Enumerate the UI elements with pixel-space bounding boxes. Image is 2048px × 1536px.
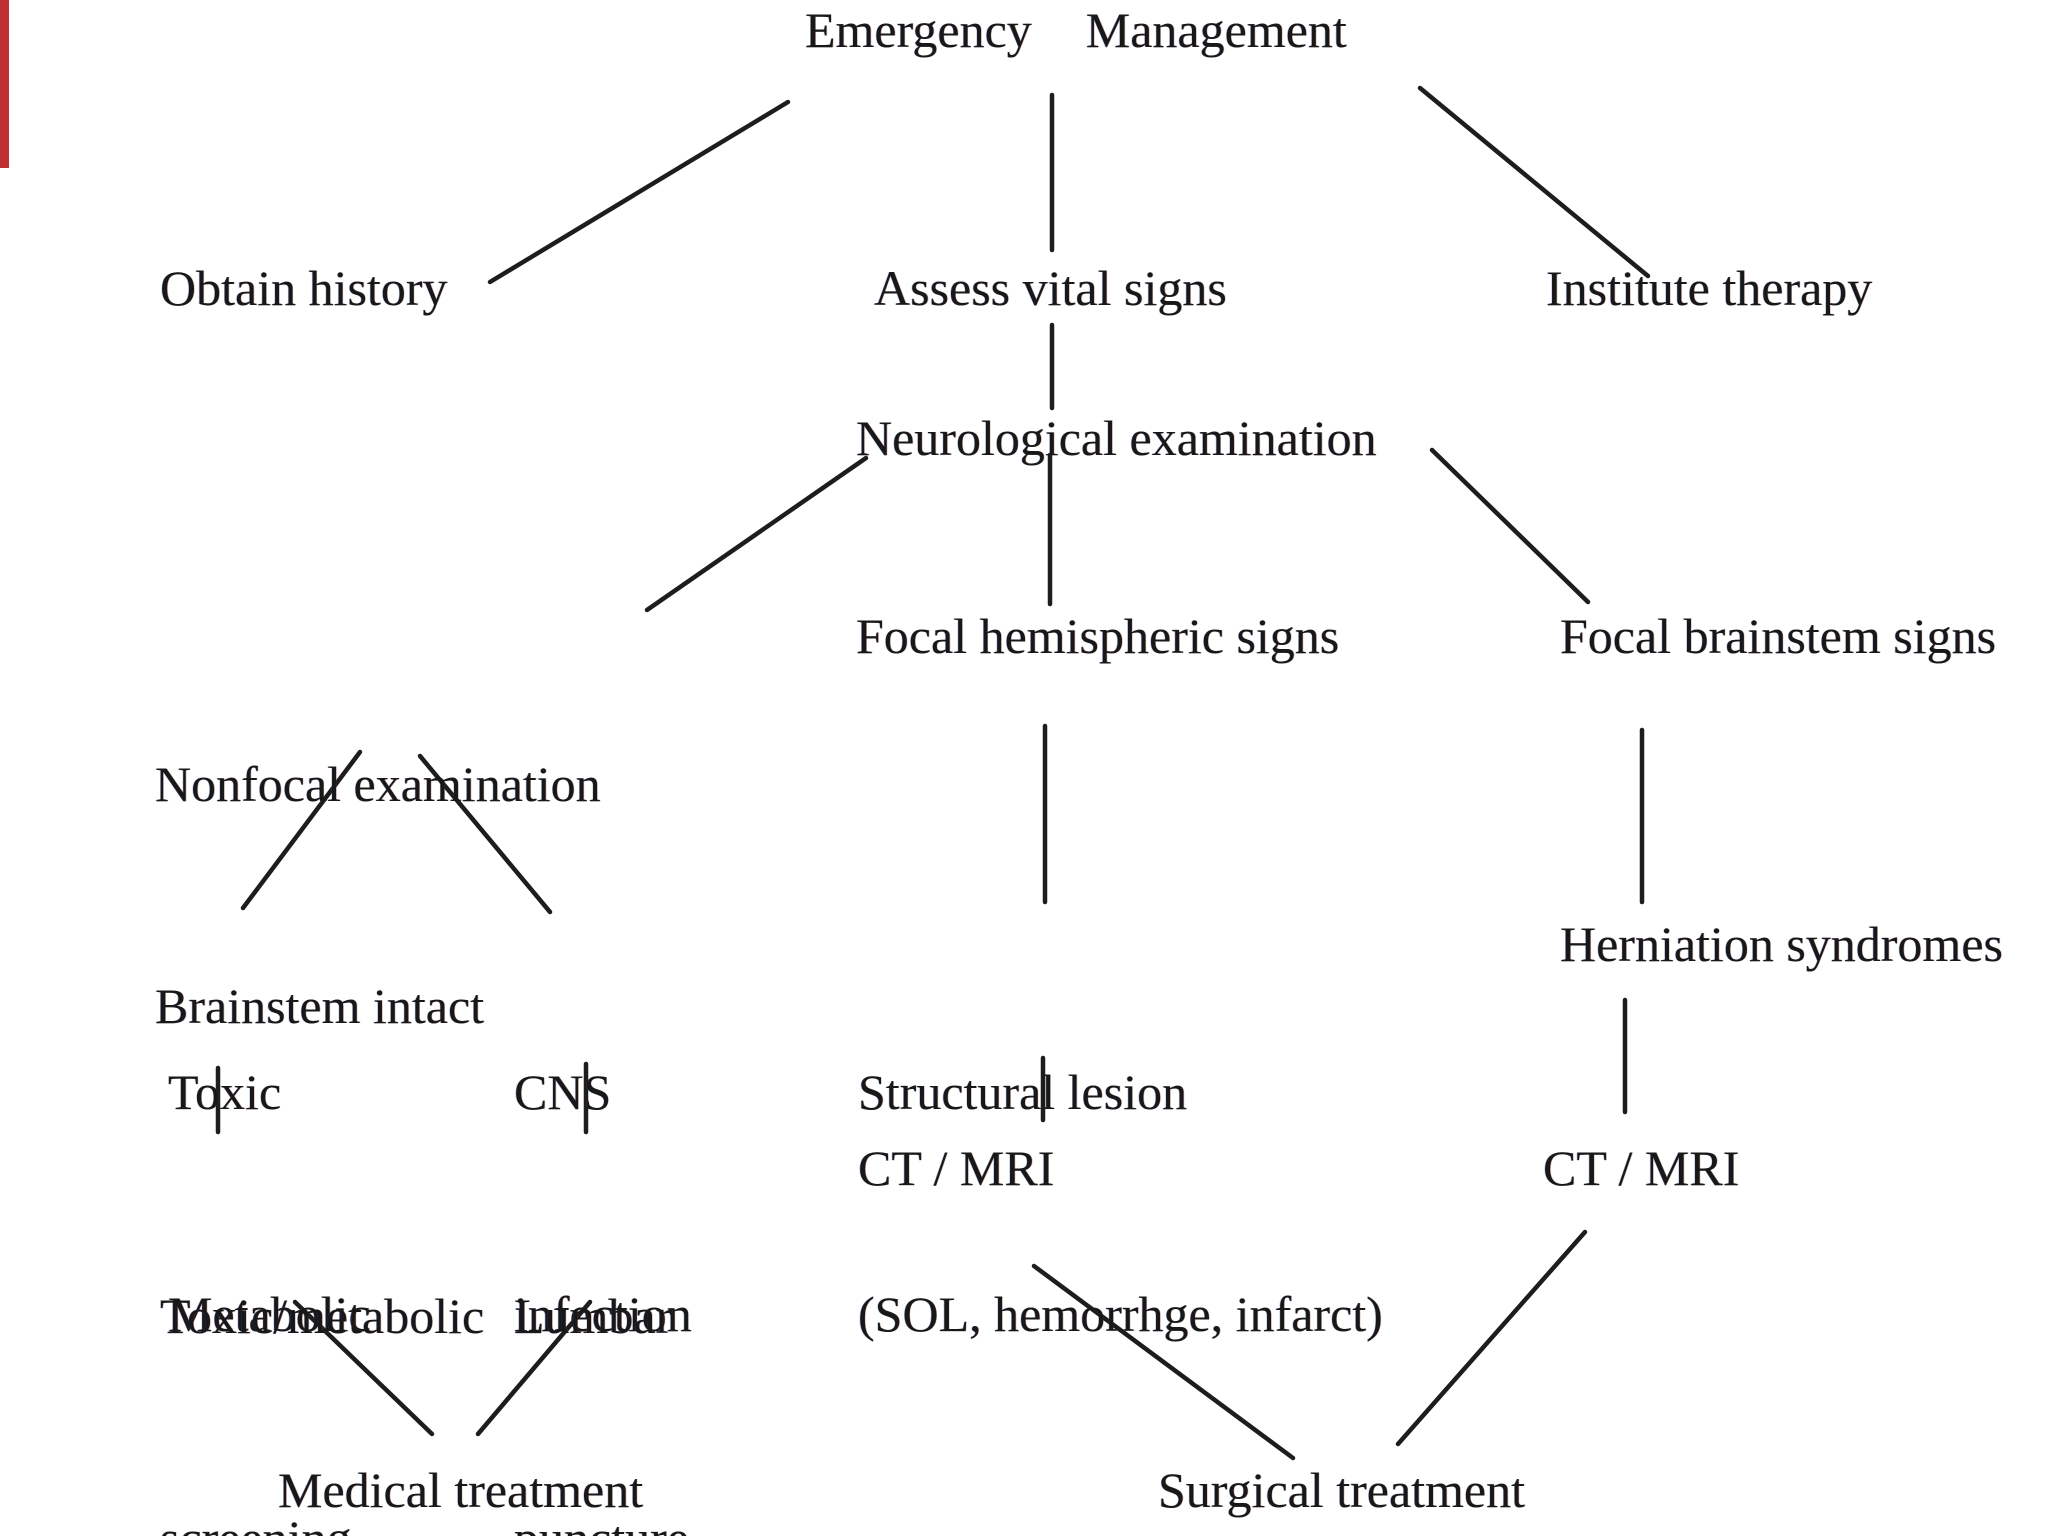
node-structural-lesion-line1: Structural lesion <box>858 1064 1188 1120</box>
edge-lumbar-puncture--medical-treatment <box>475 1299 593 1437</box>
node-lumbar-puncture: Lumbar puncture <box>514 1131 689 1536</box>
node-herniation-syndromes: Herniation syndromes <box>1560 916 2003 972</box>
node-toxic-metabolic-screening-line2: screening <box>160 1501 484 1536</box>
node-assess-vital-signs: Assess vital signs <box>874 260 1227 316</box>
node-nonfocal-examination-line1: Nonfocal examination <box>155 756 601 812</box>
node-cns-infection: CNS infection <box>514 907 692 1499</box>
node-nonfocal-examination: Nonfocal examination Brainstem intact <box>155 599 601 1191</box>
node-obtain-history: Obtain history <box>160 260 448 316</box>
node-toxic-metabolic-line1: Toxic <box>168 1064 282 1120</box>
node-lumbar-puncture-line1: Lumbar <box>514 1288 673 1344</box>
edge-emergency-management--institute-therapy <box>1417 85 1651 279</box>
node-ct-mri-central: CT / MRI <box>858 1140 1055 1196</box>
edge-ct-mri-right--surgical-treatment <box>1395 1229 1588 1447</box>
node-cns-infection-line2: infection <box>514 1286 692 1342</box>
edge-toxic-metabolic-screening--medical-treatment <box>292 1299 435 1437</box>
edge-neurological-examination--nonfocal-examination <box>644 455 869 613</box>
node-focal-brainstem-signs: Focal brainstem signs <box>1560 608 1997 664</box>
node-toxic-metabolic-screening-line1: Toxic/metabolic <box>160 1288 485 1344</box>
node-nonfocal-examination-line2: Brainstem intact <box>155 978 485 1034</box>
node-emergency-management: Emergency Management <box>805 0 1347 67</box>
scan-edge-artifact <box>0 0 9 168</box>
node-lumbar-puncture-line2: puncture <box>514 1501 689 1536</box>
edge-nonfocal-examination--cns-infection <box>417 753 553 915</box>
node-toxic-metabolic-line2: Metabolic <box>168 1286 371 1342</box>
node-toxic-metabolic-screening: Toxic/metabolic screening <box>160 1131 484 1536</box>
node-structural-lesion-line2: (SOL, hemorrhge, infarct) <box>858 1286 1383 1342</box>
node-surgical-treatment: Surgical treatment <box>1158 1462 1526 1518</box>
node-ct-mri-right: CT / MRI <box>1543 1140 1740 1196</box>
edge-neurological-examination--focal-brainstem-signs <box>1429 447 1591 605</box>
title-word-management: Management <box>1085 2 1347 58</box>
node-medical-treatment: Medical treatment <box>278 1462 644 1518</box>
node-institute-therapy: Institute therapy <box>1546 260 1873 316</box>
node-cns-infection-line1: CNS <box>514 1064 612 1120</box>
node-neurological-examination: Neurological examination <box>856 410 1377 466</box>
node-focal-hemispheric-signs: Focal hemispheric signs <box>856 608 1340 664</box>
title-word-emergency: Emergency <box>805 2 1032 58</box>
edge-emergency-management--obtain-history <box>487 99 791 285</box>
edge-ct-mri-central--surgical-treatment <box>1031 1263 1296 1461</box>
node-toxic-metabolic: Toxic Metabolic <box>168 907 371 1499</box>
node-structural-lesion: Structural lesion (SOL, hemorrhge, infar… <box>858 907 1383 1499</box>
edge-nonfocal-examination--toxic-metabolic <box>240 749 363 911</box>
